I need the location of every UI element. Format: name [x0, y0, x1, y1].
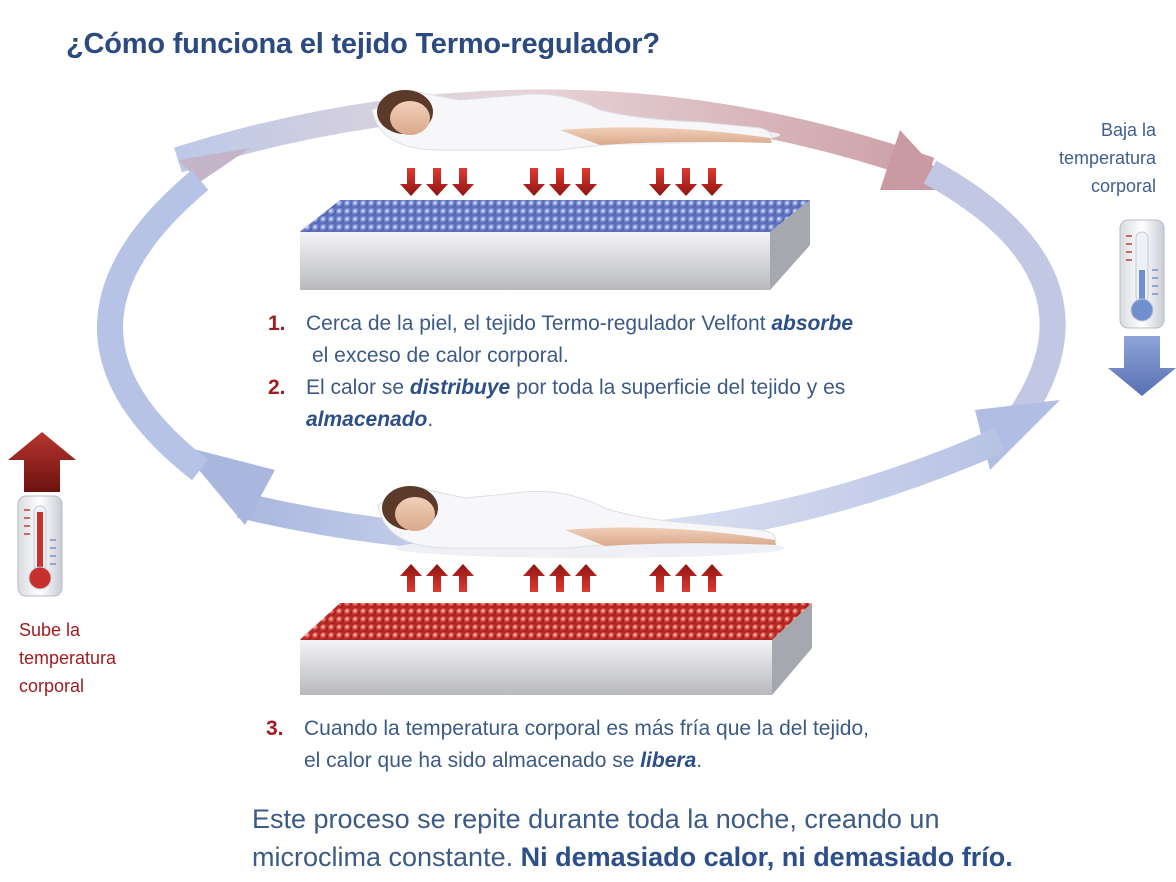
cooling-label-line: Baja la	[1100, 120, 1156, 140]
step-emphasis: absorbe	[771, 312, 854, 335]
step-emphasis: libera	[640, 749, 697, 772]
temperature-down-arrow-icon	[1108, 336, 1176, 396]
step-text: Cerca de la piel, el tejido Termo-regula…	[306, 312, 772, 335]
cooling-label: Baja la temperatura corporal	[1020, 116, 1156, 200]
step-number: 1.	[268, 312, 286, 335]
heat-up-arrow-icon	[400, 564, 723, 592]
thermometer-hot-icon	[17, 495, 63, 597]
warming-label-line: Sube la	[19, 620, 81, 640]
step-text: Cuando la temperatura corporal es más fr…	[304, 717, 869, 740]
temperature-up-arrow-icon	[8, 432, 76, 492]
cooling-label-line: corporal	[1090, 176, 1156, 196]
step-1: 1. Cerca de la piel, el tejido Termo-regu…	[268, 308, 853, 372]
cooling-label-line: temperatura	[1058, 148, 1156, 168]
warming-label: Sube la temperatura corporal	[19, 616, 169, 700]
step-text: el exceso de calor corporal.	[312, 344, 569, 367]
step-emphasis: almacenado	[306, 408, 428, 431]
heat-down-arrow-icon	[400, 168, 723, 196]
step-text: .	[696, 749, 703, 772]
step-3: 3. Cuando la temperatura corporal es más …	[266, 713, 869, 777]
step-number: 3.	[266, 717, 284, 740]
page-title: ¿Cómo funciona el tejido Termo-regulador…	[66, 28, 660, 60]
warm-fabric-layer	[300, 603, 812, 695]
warming-label-line: temperatura	[19, 648, 117, 668]
summary-text: Este proceso se repite durante toda la n…	[252, 800, 1152, 876]
woman-sleeping-icon	[371, 89, 780, 151]
woman-sleeping-icon	[377, 485, 785, 558]
step-text: .	[427, 408, 434, 431]
cool-fabric-layer	[300, 200, 810, 290]
step-emphasis: distribuye	[409, 376, 511, 399]
summary-line: microclima constante.	[252, 842, 521, 872]
summary-emphasis: Ni demasiado calor, ni demasiado frío.	[520, 842, 1013, 872]
step-text: El calor se	[306, 376, 410, 399]
summary-line: Este proceso se repite durante toda la n…	[252, 804, 940, 834]
thermometer-cool-icon	[1119, 219, 1165, 329]
step-text: por toda la superficie del tejido y es	[510, 376, 846, 399]
step-text: el calor que ha sido almacenado se	[304, 749, 641, 772]
step-2: 2. El calor se distribuye por toda la sup…	[268, 372, 845, 436]
warming-label-line: corporal	[19, 676, 85, 696]
step-number: 2.	[268, 376, 286, 399]
